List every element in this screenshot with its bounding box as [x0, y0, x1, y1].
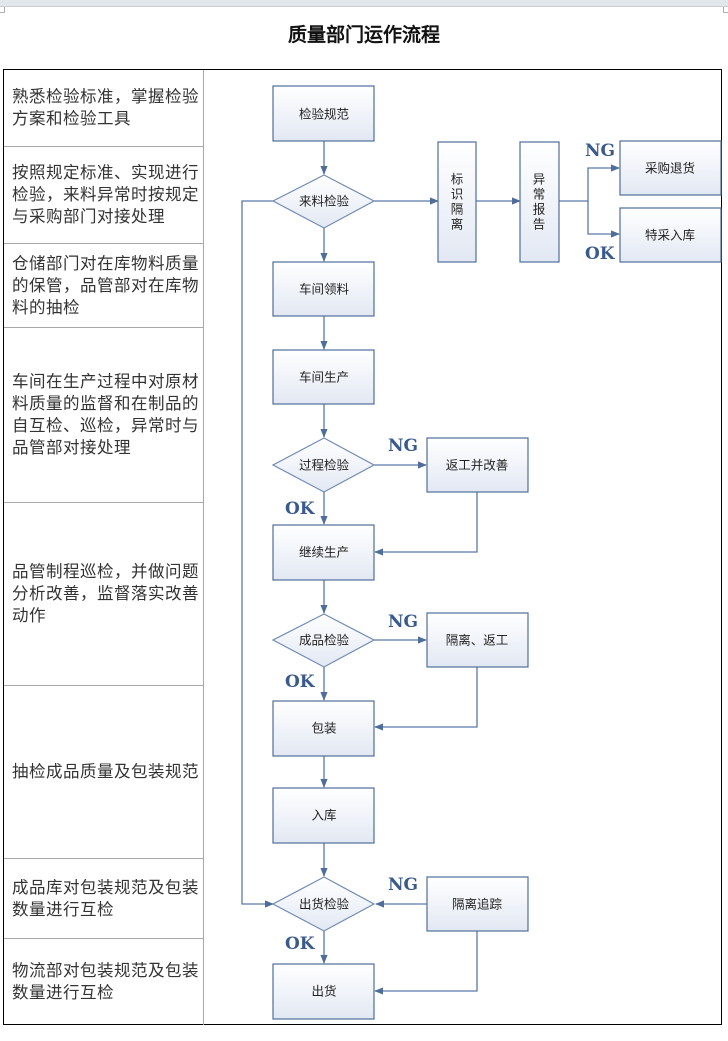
responsibility-text: 成品库对包装规范及包装数量进行互检 — [12, 877, 199, 919]
arrow-rework-to-continue — [374, 492, 478, 556]
node-isolate-rework-label: 隔离、返工 — [446, 633, 509, 648]
node-workshop-pick — [272, 261, 375, 317]
page-corner-mark-left — [0, 7, 5, 13]
page-title: 质量部门运作流程 — [287, 24, 440, 46]
responsibility-row: 熟悉检验标准，掌握检验方案和检验工具 — [4, 70, 203, 147]
ok-label: OK — [585, 244, 616, 264]
node-warehousing-label: 入库 — [311, 808, 336, 823]
node-abnormal-report-char: 常 — [533, 187, 546, 202]
node-workshop-produce-label: 车间生产 — [299, 370, 349, 385]
arrow-report-to-return — [559, 164, 620, 202]
node-abnormal-report-char: 报 — [533, 202, 546, 217]
node-special-accept — [619, 207, 722, 263]
decision-incoming-check — [271, 174, 376, 229]
responsibility-row: 按照规定标准、实现进行检验，来料异常时按规定与采购部门对接处理 — [4, 147, 203, 244]
arrow-report-to-special — [587, 201, 620, 238]
responsibility-column: 熟悉检验标准，掌握检验方案和检验工具 按照规定标准、实现进行检验，来料异常时按规… — [4, 70, 204, 1025]
arrow-incoming-bypass-to-shipping-check — [241, 200, 274, 908]
decision-shipping-label: 出货检验 — [299, 897, 350, 912]
ok-label: OK — [285, 672, 316, 692]
connectors — [241, 141, 620, 995]
ng-label: NG — [388, 436, 418, 456]
node-mark-isolate-char: 识 — [451, 187, 464, 202]
node-spec-label: 检验规范 — [299, 107, 349, 122]
ng-label: NG — [585, 141, 615, 161]
node-workshop-pick-label: 车间领料 — [299, 282, 350, 297]
node-shipping-label: 出货 — [311, 984, 336, 999]
node-purchase-return-label: 采购退货 — [645, 161, 695, 176]
decision-product-label: 成品检验 — [299, 633, 350, 648]
responsibility-row: 抽检成品质量及包装规范 — [4, 686, 203, 859]
window-top-bar — [0, 0, 728, 7]
responsibility-text: 抽检成品质量及包装规范 — [12, 762, 199, 781]
responsibility-row: 仓储部门对在库物料质量的保管，品管部对在库物料的抽检 — [4, 244, 203, 328]
diagram-frame — [3, 69, 722, 1025]
node-packing-label: 包装 — [311, 721, 336, 736]
node-purchase-return — [619, 140, 722, 196]
node-rework-improve-label: 返工并改善 — [446, 458, 509, 473]
ng-label: NG — [388, 875, 418, 895]
ok-label: OK — [285, 499, 316, 519]
node-continue-produce — [272, 524, 375, 581]
arrow-trace-to-ship — [374, 931, 478, 995]
node-abnormal-report — [519, 141, 560, 263]
responsibility-text: 按照规定标准、实现进行检验，来料异常时按规定与采购部门对接处理 — [12, 163, 199, 226]
node-warehousing — [272, 787, 375, 844]
node-workshop-produce — [272, 349, 375, 405]
node-packing — [272, 700, 375, 757]
node-abnormal-report-char: 告 — [533, 217, 546, 232]
page-corner-mark-right — [723, 7, 728, 13]
responsibility-row: 物流部对包装规范及包装数量进行互检 — [4, 939, 203, 1025]
node-rework-improve — [426, 437, 529, 493]
node-isolate-trace — [426, 876, 529, 932]
node-mark-isolate-char: 标 — [451, 172, 464, 187]
node-isolate-trace-label: 隔离追踪 — [452, 897, 503, 912]
responsibility-text: 品管制程巡检，并做问题分析改善，监督落实改善动作 — [12, 562, 199, 625]
responsibility-text: 仓储部门对在库物料质量的保管，品管部对在库物料的抽检 — [12, 253, 199, 317]
responsibility-row: 品管制程巡检，并做问题分析改善，监督落实改善动作 — [4, 503, 203, 686]
decision-incoming-label: 来料检验 — [299, 194, 350, 209]
node-isolate-rework — [426, 612, 529, 668]
node-shipping — [272, 963, 375, 1020]
node-continue-produce-label: 继续生产 — [299, 545, 349, 560]
decision-process-label: 过程检验 — [299, 458, 350, 473]
node-abnormal-report-char: 异 — [533, 172, 546, 187]
decision-shipping-check — [271, 876, 376, 932]
responsibility-text: 熟悉检验标准，掌握检验方案和检验工具 — [12, 87, 199, 128]
responsibility-row: 成品库对包装规范及包装数量进行互检 — [4, 859, 203, 939]
node-spec — [272, 85, 375, 142]
responsibility-text: 车间在生产过程中对原材料质量的监督和在制品的自互检、巡检，异常时与品管部对接处理 — [12, 372, 199, 457]
responsibility-text: 物流部对包装规范及包装数量进行互检 — [12, 961, 199, 1002]
ng-label: NG — [388, 612, 418, 632]
responsibility-row: 车间在生产过程中对原材料质量的监督和在制品的自互检、巡检，异常时与品管部对接处理 — [4, 328, 203, 503]
node-special-accept-label: 特采入库 — [645, 228, 695, 243]
node-mark-isolate-char: 离 — [451, 217, 464, 232]
decision-product-check — [271, 613, 376, 668]
arrow-isolate-to-packing — [374, 667, 478, 731]
node-mark-isolate-char: 隔 — [451, 202, 464, 217]
ok-label: OK — [285, 934, 316, 954]
decision-process-check — [271, 437, 376, 493]
node-mark-isolate — [437, 141, 477, 263]
